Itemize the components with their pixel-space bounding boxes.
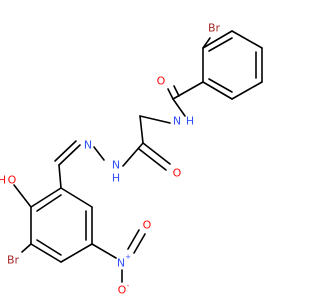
bond-ring1-4-inner bbox=[208, 78, 233, 93]
bond-c-br1 bbox=[202, 37, 211, 49]
bond-ring2-4-inner bbox=[36, 239, 62, 256]
bond-ring2-3 bbox=[60, 243, 93, 263]
bond-c2-nh bbox=[122, 142, 144, 167]
bond-c-oh bbox=[13, 184, 32, 208]
atom-n-amide1: N bbox=[173, 115, 181, 128]
atom-h-amide1: H bbox=[186, 115, 194, 128]
bond-c-nitro bbox=[91, 243, 117, 259]
molecule-structure-diagram: Br O N H N N H O O H Br N + O O - bbox=[0, 22, 263, 297]
atom-o-nitro2: O bbox=[118, 284, 127, 297]
bond-c-o1-b bbox=[173, 85, 180, 97]
atoms: Br O N H N N H O O H Br N + O O - bbox=[0, 22, 221, 297]
bond-ch2-c2 bbox=[139, 115, 144, 144]
bond-ring1-6 bbox=[202, 30, 233, 49]
atom-h-hydrazide: H bbox=[112, 172, 120, 185]
bond-ring1-3 bbox=[231, 81, 263, 100]
bond-carbonyl-n1 bbox=[172, 98, 186, 117]
bond-ring1-1 bbox=[231, 30, 263, 49]
bond-ch-ring2 bbox=[58, 164, 62, 189]
bond-n-ch bbox=[58, 144, 81, 166]
bond-c2-o2-a bbox=[142, 142, 171, 165]
bond-ring2-6-inner bbox=[36, 194, 62, 212]
bond-ring2-1 bbox=[60, 187, 93, 208]
bond-n-ch-double bbox=[54, 140, 77, 162]
atom-o-amide1: O bbox=[157, 75, 166, 88]
bond-n1-ch2 bbox=[139, 115, 171, 124]
atom-o-nitro1: O bbox=[143, 219, 152, 232]
atom-n-hydrazide: N bbox=[112, 159, 120, 172]
atom-o-hydroxyl: O bbox=[8, 174, 17, 187]
bond-ring1-4 bbox=[202, 81, 233, 100]
atom-br2: Br bbox=[7, 254, 20, 267]
bond-c-br2 bbox=[21, 243, 32, 253]
bond-ring1-carbonyl bbox=[172, 81, 204, 100]
bond-c-o1-a bbox=[167, 88, 174, 100]
charge-n-nitro: + bbox=[125, 253, 131, 261]
bond-c2-o2-b bbox=[138, 148, 167, 171]
bond-ring1-6-inner bbox=[208, 37, 233, 52]
bonds bbox=[13, 30, 263, 283]
charge-o-nitro2: - bbox=[127, 282, 130, 290]
atom-o-amide2: O bbox=[173, 167, 182, 180]
bond-n-o-nitro1-b bbox=[133, 233, 146, 254]
bond-nh-n bbox=[93, 146, 105, 161]
atom-br1: Br bbox=[208, 22, 221, 35]
atom-h-hydroxyl: H bbox=[0, 174, 6, 187]
atom-n-nitro: N bbox=[117, 257, 125, 270]
bond-n-o-nitro1-a bbox=[127, 229, 140, 250]
bond-ring2-6 bbox=[30, 187, 62, 208]
bond-ring2-4 bbox=[30, 243, 62, 263]
atom-n-imine: N bbox=[84, 139, 92, 152]
